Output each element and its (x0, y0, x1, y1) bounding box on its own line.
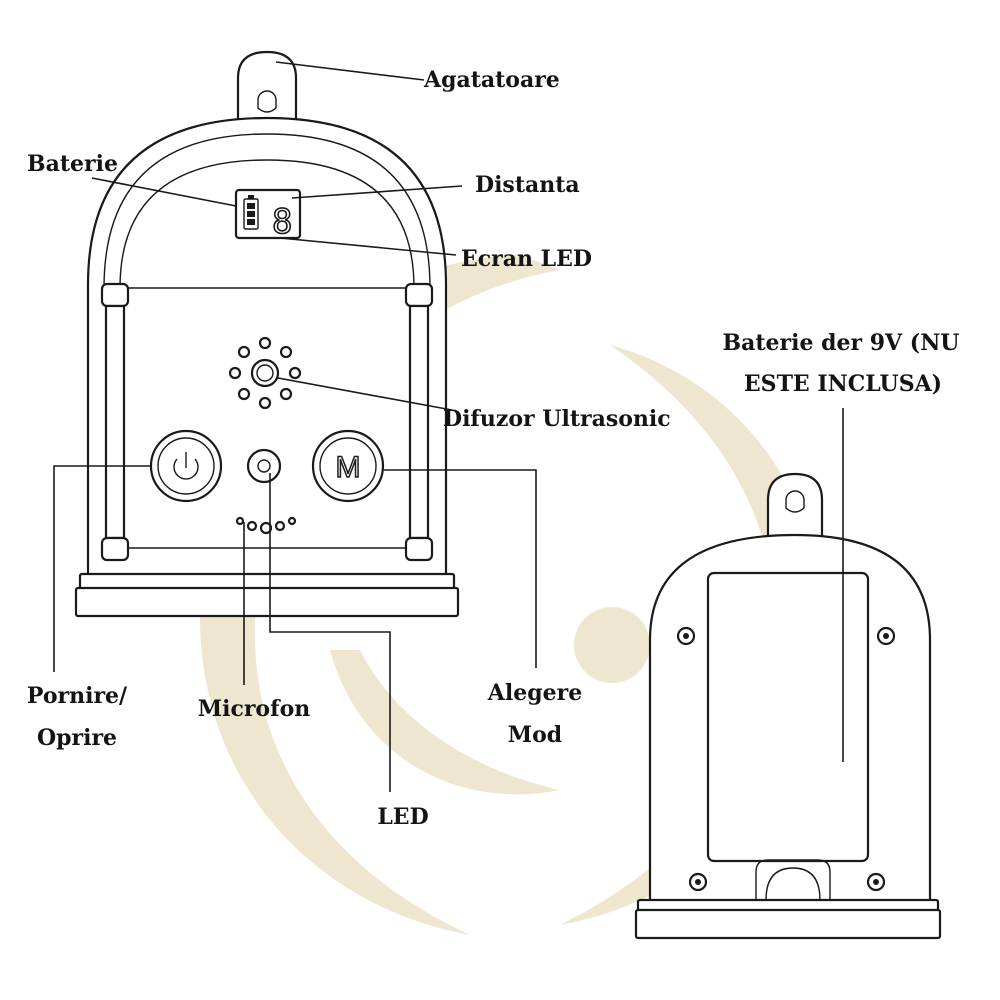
labels: Agatatoare Baterie Distanta Ecran LED Di… (27, 67, 960, 830)
label-power-line1: Pornire/ (27, 683, 128, 709)
front-device: 8 (74, 50, 460, 618)
label-battery: Baterie (27, 151, 118, 177)
power-button[interactable] (149, 429, 223, 503)
led-screen (234, 188, 302, 240)
hanger-hole-icon (257, 90, 277, 113)
hanger-tab (236, 50, 298, 124)
led-indicator (246, 448, 282, 484)
left-pillar (100, 282, 130, 562)
screw-icons (676, 626, 896, 892)
mode-button[interactable]: M (311, 429, 385, 503)
mode-letter: M (336, 451, 361, 484)
label-battery-9v-line2: ESTE INCLUSA) (744, 371, 942, 397)
back-hanger-tab (766, 472, 824, 548)
label-hanger: Agatatoare (423, 67, 560, 93)
label-power-line2: Oprire (37, 725, 117, 751)
front-arch-inner (103, 133, 431, 289)
label-led-screen: Ecran LED (461, 246, 592, 272)
leader-lines (53, 61, 844, 792)
label-microphone: Microfon (198, 696, 311, 722)
label-mode-line2: Mod (508, 722, 562, 748)
ultrasonic-speaker (228, 336, 302, 410)
distance-digit: 8 (272, 202, 292, 242)
battery-compartment (706, 571, 870, 863)
label-speaker: Difuzor Ultrasonic (443, 406, 671, 432)
microphone-holes (235, 516, 297, 535)
right-pillar (404, 282, 434, 562)
label-led: LED (377, 804, 428, 830)
label-distance: Distanta (475, 172, 580, 198)
back-device (634, 472, 942, 940)
label-mode-line1: Alegere (487, 680, 582, 706)
power-icon (173, 452, 199, 480)
label-battery-9v-line1: Baterie der 9V (NU (723, 330, 960, 356)
